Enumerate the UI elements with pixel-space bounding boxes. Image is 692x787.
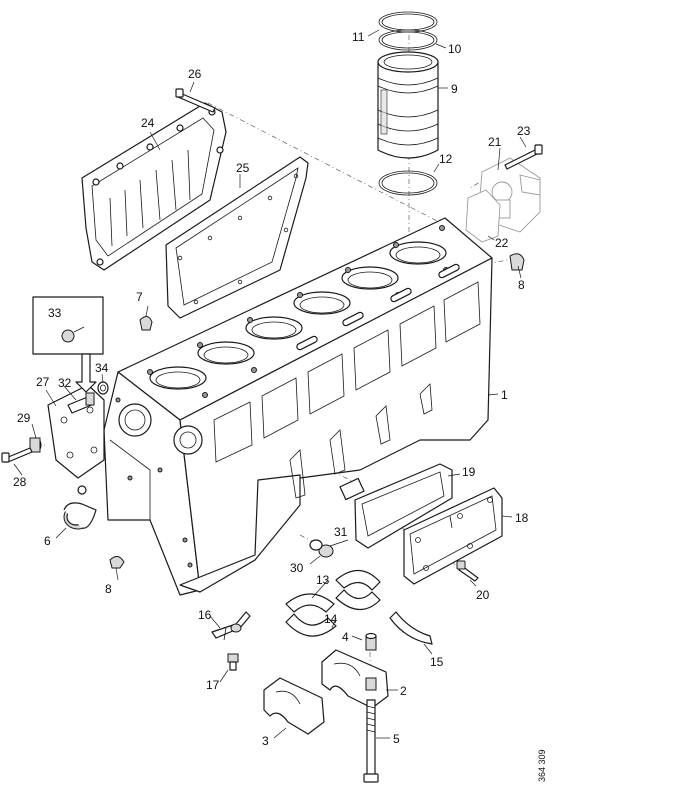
callout-12: 12 [439,152,453,166]
detail-inset-box [32,296,104,393]
callout-9: 9 [451,82,458,96]
callout-10: 10 [448,42,462,56]
main-bearing-cap-3 [263,677,325,735]
leader-lines [13,29,527,739]
screw-23 [504,144,543,170]
callout-5: 5 [393,732,400,746]
screw-17 [227,653,239,671]
main-bearing-shell-upper [285,569,381,613]
plug-32 [67,392,95,414]
plug-30 [318,544,334,558]
callout-20: 20 [476,588,490,602]
o-ring [77,485,87,495]
callout-32: 32 [58,376,72,390]
figure-reference-code: 364 309 [537,749,547,782]
callout-21: 21 [488,135,502,149]
screw-26 [175,88,216,113]
callout-22: 22 [495,236,509,250]
piston-cooling-nozzle [211,611,251,641]
callout-labels: 11 10 9 12 21 23 22 8 7 24 25 26 1 19 18… [13,30,531,748]
seal-washer-34 [97,381,109,395]
callout-8-lower: 8 [105,582,112,596]
main-bearing-cap-2 [321,649,389,709]
thrust-washer [389,611,433,645]
cylinder-liner [377,51,439,159]
engine-block [103,217,493,596]
sleeve-29 [29,437,42,453]
callout-28: 28 [13,475,27,489]
callout-3: 3 [262,734,269,748]
front-cover-plate [47,384,105,479]
plug-8-lower [109,556,125,569]
callout-26: 26 [188,67,202,81]
plug-8-upper [509,253,525,271]
callout-27: 27 [36,375,50,389]
liner-seal-ring-12 [378,170,438,196]
crankshaft-seal [63,502,97,530]
callout-13: 13 [316,573,330,587]
dowel-sleeve [365,632,377,651]
callout-25: 25 [236,161,250,175]
side-cover [403,487,503,585]
callout-30: 30 [290,561,304,575]
callout-33: 33 [48,306,62,320]
callout-14: 14 [324,612,338,626]
callout-34: 34 [95,361,109,375]
oil-cooler-cover [81,102,227,271]
callout-18: 18 [515,511,529,525]
callout-2: 2 [400,684,407,698]
callout-8-upper: 8 [518,278,525,292]
callout-7: 7 [136,290,143,304]
liner-seal-ring-10 [378,29,438,51]
screw-20 [456,560,479,582]
callout-24: 24 [141,116,155,130]
side-cover-gasket [354,463,453,549]
callout-1: 1 [501,388,508,402]
callout-6: 6 [44,534,51,548]
screw-28 [1,447,33,463]
callout-29: 29 [17,411,31,425]
callout-31: 31 [334,525,348,539]
plug-7 [139,316,153,331]
liner-seal-ring-11 [378,11,438,33]
main-bearing-shell-lower [285,589,381,637]
housing-gasket [465,189,501,243]
callout-15: 15 [430,655,444,669]
callout-17: 17 [206,678,220,692]
callout-11: 11 [352,30,365,44]
washer-31 [309,539,323,551]
main-bearing-bolt [363,699,379,783]
oil-cooler-gasket [165,156,309,319]
callout-23: 23 [517,124,531,138]
callout-19: 19 [462,465,476,479]
callout-4: 4 [342,630,349,644]
callout-16: 16 [198,608,212,622]
